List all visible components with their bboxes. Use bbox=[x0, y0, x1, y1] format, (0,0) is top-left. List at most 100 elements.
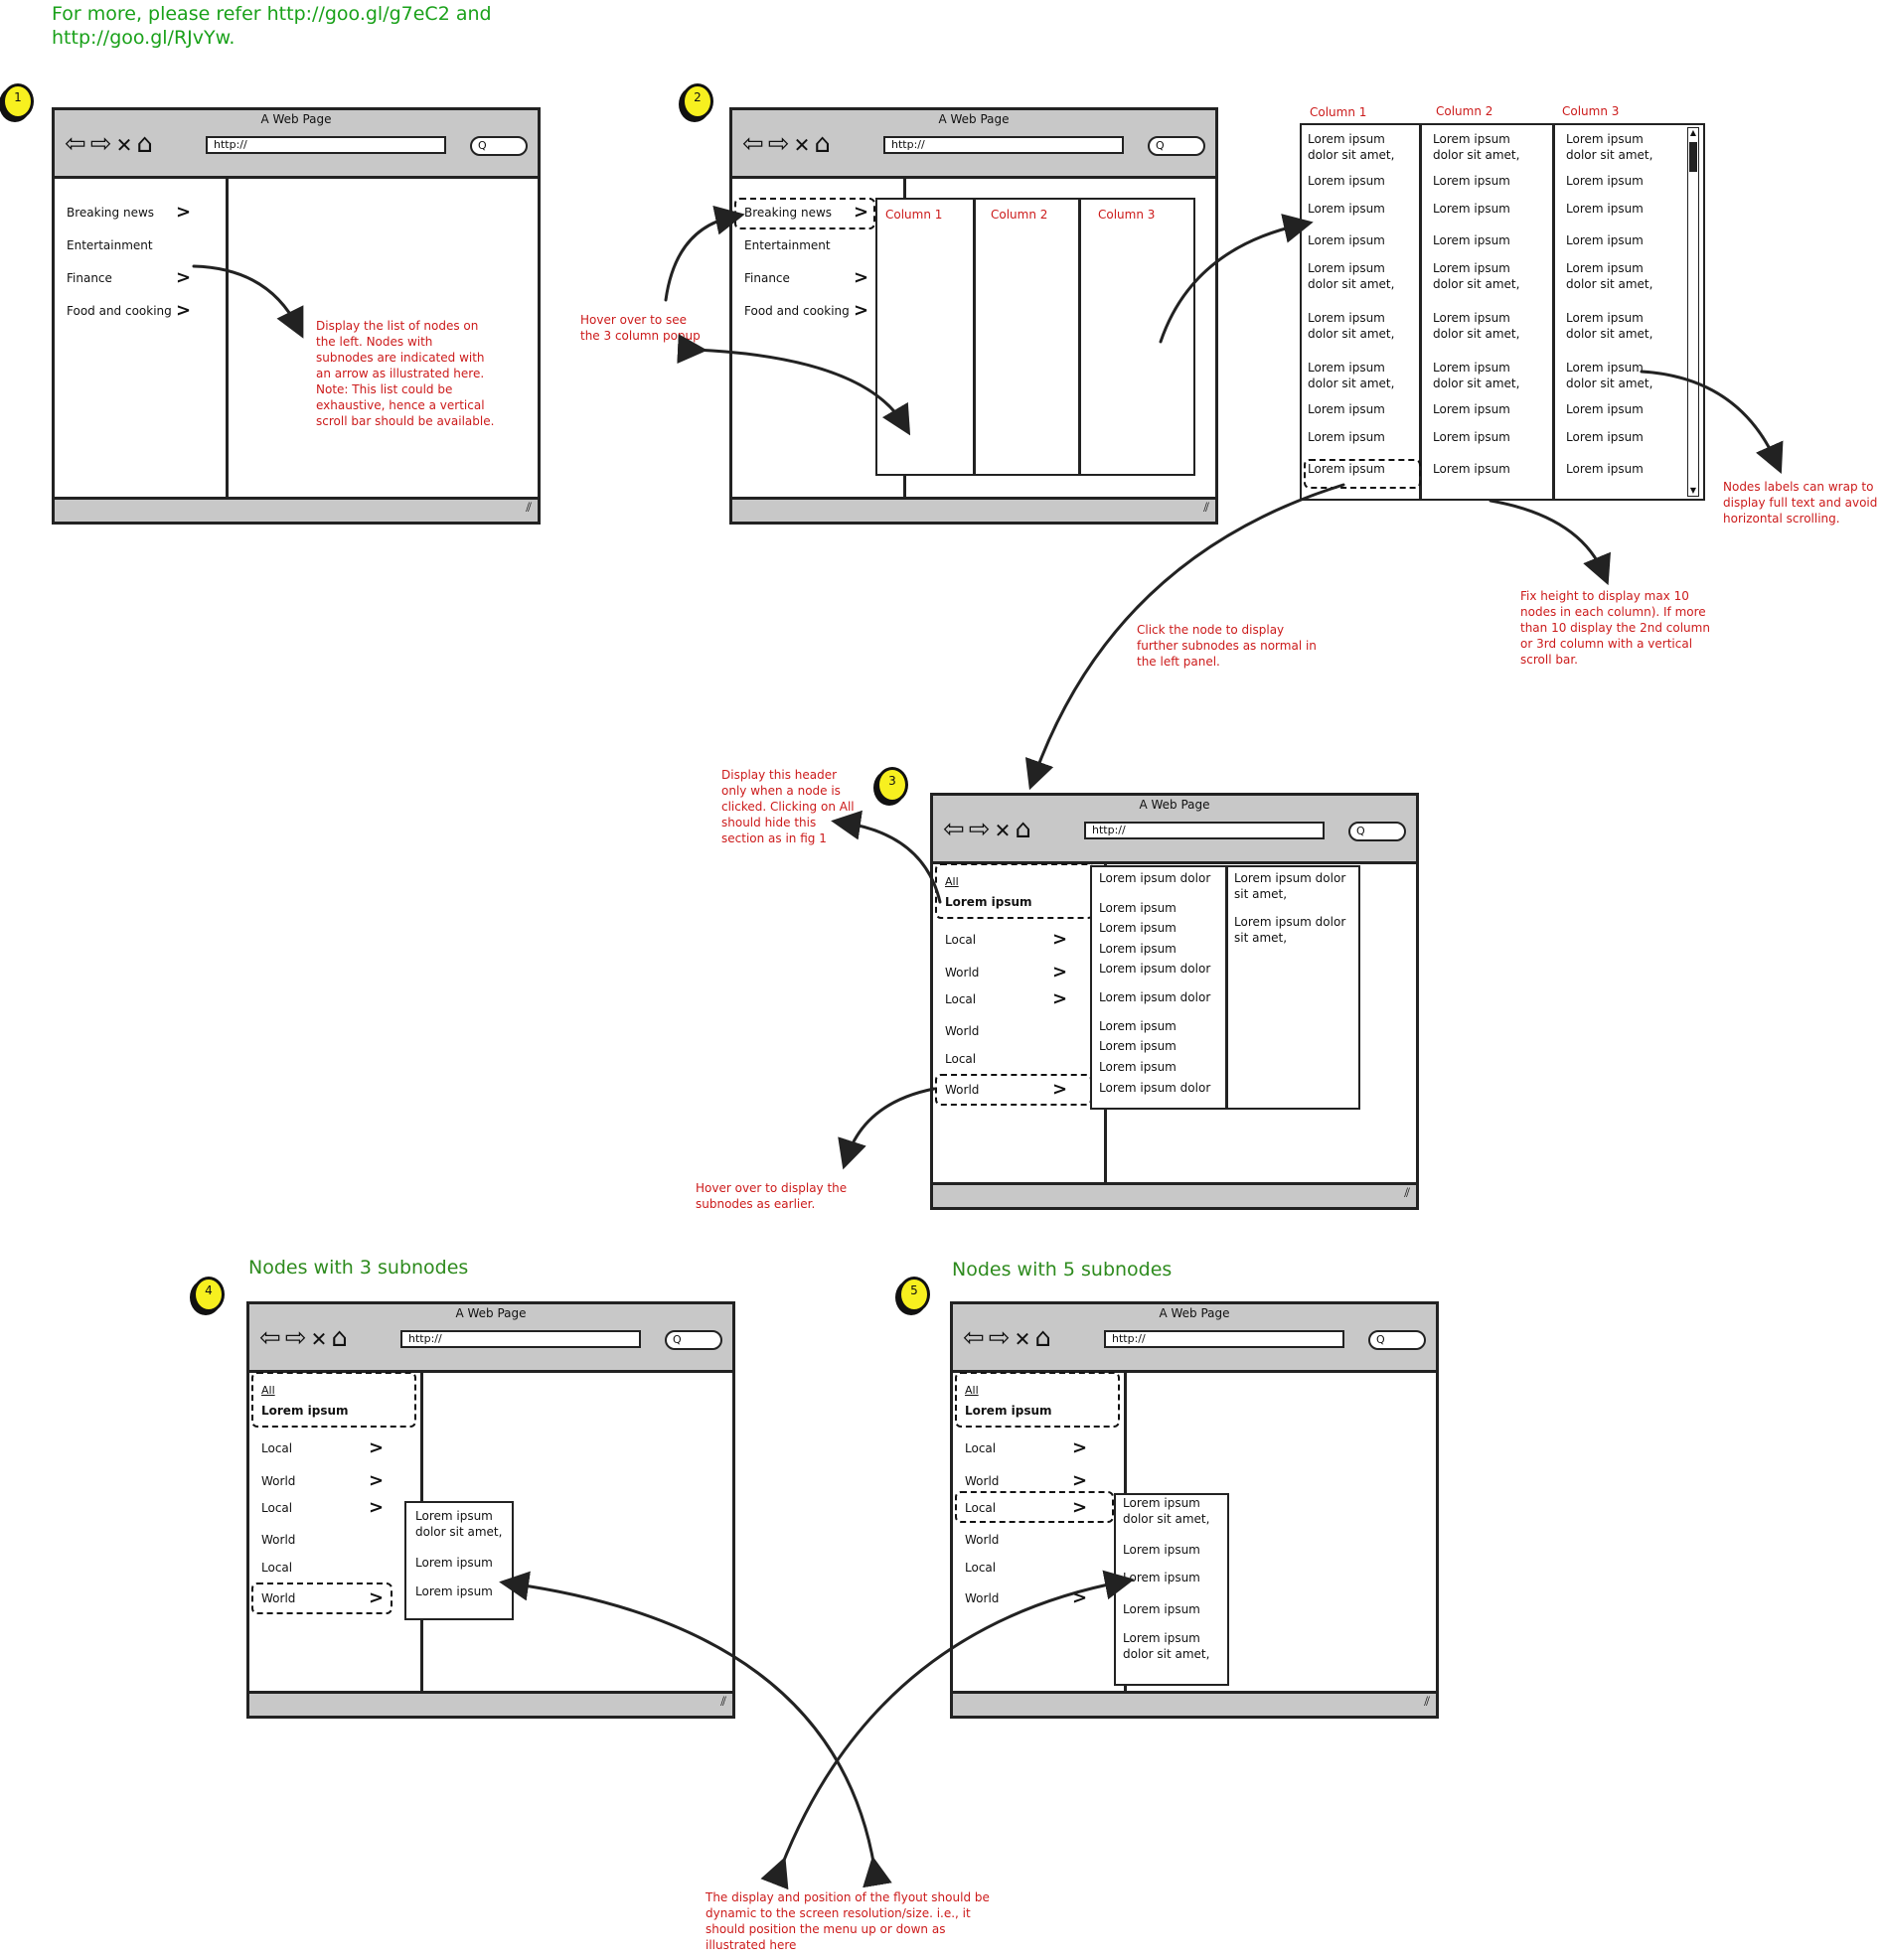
column-1-node[interactable]: Lorem ipsum bbox=[1308, 430, 1385, 444]
close-icon[interactable]: ✕ bbox=[115, 133, 137, 157]
flyout-item[interactable]: Lorem ipsum bbox=[1123, 1543, 1200, 1557]
nav-item-breaking-news[interactable]: Breaking news bbox=[744, 206, 833, 220]
nav-item-world[interactable]: World bbox=[945, 1083, 980, 1097]
column-1-node[interactable]: Lorem ipsum dolor sit amet, bbox=[1308, 361, 1395, 390]
search-field[interactable]: Q bbox=[1368, 1330, 1426, 1350]
nav-item-world[interactable]: World bbox=[261, 1591, 296, 1605]
back-arrow-icon[interactable]: ⇦ bbox=[742, 129, 768, 159]
close-icon[interactable]: ✕ bbox=[994, 819, 1016, 842]
column-1-node[interactable]: Lorem ipsum bbox=[1308, 174, 1385, 188]
column-2-node[interactable]: Lorem ipsum bbox=[1433, 174, 1510, 188]
nav-item-world[interactable]: World bbox=[261, 1474, 296, 1488]
nav-item-breaking-news[interactable]: Breaking news bbox=[67, 206, 155, 220]
flyout-item[interactable]: Lorem ipsum bbox=[415, 1584, 493, 1598]
resize-grip-icon[interactable]: ⫽ bbox=[1404, 1186, 1410, 1201]
nav-item-world[interactable]: World bbox=[261, 1533, 296, 1547]
forward-arrow-icon[interactable]: ⇨ bbox=[988, 1323, 1015, 1353]
search-field[interactable]: Q bbox=[665, 1330, 722, 1350]
url-field[interactable]: http:// bbox=[206, 136, 446, 154]
nav-item-entertainment[interactable]: Entertainment bbox=[744, 238, 831, 252]
nav-item-food-and-cooking[interactable]: Food and cooking bbox=[67, 304, 172, 318]
nav-item-local[interactable]: Local bbox=[945, 933, 977, 947]
column-1-node[interactable]: Lorem ipsum dolor sit amet, bbox=[1308, 311, 1395, 341]
column-1-node[interactable]: Lorem ipsum bbox=[1308, 462, 1385, 476]
flyout-item[interactable]: Lorem ipsum dolor sit amet, bbox=[1123, 1496, 1210, 1526]
close-icon[interactable]: ✕ bbox=[793, 133, 815, 157]
column-3-node[interactable]: Lorem ipsum dolor sit amet, bbox=[1566, 132, 1653, 162]
url-field[interactable]: http:// bbox=[1104, 1330, 1344, 1348]
column-2-node[interactable]: Lorem ipsum bbox=[1433, 430, 1510, 444]
column-3-node[interactable]: Lorem ipsum dolor sit amet, bbox=[1566, 361, 1653, 390]
resize-grip-icon[interactable]: ⫽ bbox=[1424, 1695, 1430, 1710]
nav-item-world[interactable]: World bbox=[945, 1024, 980, 1038]
nav-item-local[interactable]: Local bbox=[261, 1501, 293, 1515]
search-field[interactable]: Q bbox=[470, 136, 528, 156]
scroll-down-icon[interactable]: ▼ bbox=[1689, 486, 1697, 495]
home-icon[interactable]: ⌂ bbox=[1015, 815, 1035, 844]
subnode-item[interactable]: Lorem ipsum dolor bbox=[1099, 1081, 1211, 1095]
column-2-node[interactable]: Lorem ipsum bbox=[1433, 202, 1510, 216]
subnode-item[interactable]: Lorem ipsum bbox=[1099, 1060, 1177, 1074]
nav-item-local[interactable]: Local bbox=[965, 1441, 997, 1455]
subnode-item[interactable]: Lorem ipsum dolor bbox=[1099, 871, 1211, 885]
close-icon[interactable]: ✕ bbox=[310, 1327, 332, 1351]
column-3-node[interactable]: Lorem ipsum bbox=[1566, 402, 1644, 416]
nav-item-world[interactable]: World bbox=[965, 1533, 1000, 1547]
subnode-item[interactable]: Lorem ipsum dolor bbox=[1099, 990, 1211, 1004]
forward-arrow-icon[interactable]: ⇨ bbox=[284, 1323, 311, 1353]
subnode-item[interactable]: Lorem ipsum bbox=[1099, 921, 1177, 935]
nav-item-local[interactable]: Local bbox=[261, 1561, 293, 1575]
back-arrow-icon[interactable]: ⇦ bbox=[65, 129, 90, 159]
column-1-node[interactable]: Lorem ipsum bbox=[1308, 233, 1385, 247]
column-2-node[interactable]: Lorem ipsum bbox=[1433, 233, 1510, 247]
column-3-node[interactable]: Lorem ipsum bbox=[1566, 233, 1644, 247]
column-3-node[interactable]: Lorem ipsum dolor sit amet, bbox=[1566, 311, 1653, 341]
home-icon[interactable]: ⌂ bbox=[814, 129, 835, 159]
column-3-node[interactable]: Lorem ipsum bbox=[1566, 202, 1644, 216]
forward-arrow-icon[interactable]: ⇨ bbox=[89, 129, 116, 159]
column-1-node[interactable]: Lorem ipsum bbox=[1308, 202, 1385, 216]
column-3-node[interactable]: Lorem ipsum bbox=[1566, 430, 1644, 444]
subnode-item[interactable]: Lorem ipsum bbox=[1099, 1039, 1177, 1053]
subnode-item[interactable]: Lorem ipsum dolor sit amet, bbox=[1234, 915, 1346, 945]
home-icon[interactable]: ⌂ bbox=[331, 1323, 352, 1353]
subnode-item[interactable]: Lorem ipsum bbox=[1099, 901, 1177, 915]
subnode-item[interactable]: Lorem ipsum bbox=[1099, 1019, 1177, 1033]
breadcrumb-all-link[interactable]: All bbox=[965, 1384, 979, 1397]
home-icon[interactable]: ⌂ bbox=[1034, 1323, 1055, 1353]
flyout-item[interactable]: Lorem ipsum bbox=[415, 1556, 493, 1570]
flyout-item[interactable]: Lorem ipsum dolor sit amet, bbox=[415, 1509, 503, 1539]
nav-item-world[interactable]: World bbox=[945, 966, 980, 980]
resize-grip-icon[interactable]: ⫽ bbox=[1203, 501, 1209, 516]
nav-item-finance[interactable]: Finance bbox=[67, 271, 112, 285]
nav-item-local[interactable]: Local bbox=[261, 1441, 293, 1455]
column-2-node[interactable]: Lorem ipsum bbox=[1433, 402, 1510, 416]
column-1-node[interactable]: Lorem ipsum bbox=[1308, 402, 1385, 416]
column-2-node[interactable]: Lorem ipsum dolor sit amet, bbox=[1433, 132, 1520, 162]
subnode-item[interactable]: Lorem ipsum bbox=[1099, 942, 1177, 956]
search-field[interactable]: Q bbox=[1348, 822, 1406, 841]
column-2-node[interactable]: Lorem ipsum dolor sit amet, bbox=[1433, 261, 1520, 291]
nav-item-entertainment[interactable]: Entertainment bbox=[67, 238, 153, 252]
forward-arrow-icon[interactable]: ⇨ bbox=[767, 129, 794, 159]
url-field[interactable]: http:// bbox=[883, 136, 1124, 154]
column-3-node[interactable]: Lorem ipsum bbox=[1566, 174, 1644, 188]
column-3-node[interactable]: Lorem ipsum bbox=[1566, 462, 1644, 476]
nav-item-local[interactable]: Local bbox=[945, 1052, 977, 1066]
subnode-item[interactable]: Lorem ipsum dolor sit amet, bbox=[1234, 871, 1346, 901]
column-3-node[interactable]: Lorem ipsum dolor sit amet, bbox=[1566, 261, 1653, 291]
back-arrow-icon[interactable]: ⇦ bbox=[259, 1323, 285, 1353]
nav-item-local[interactable]: Local bbox=[945, 992, 977, 1006]
scroll-thumb[interactable] bbox=[1689, 142, 1697, 172]
column-2-node[interactable]: Lorem ipsum bbox=[1433, 462, 1510, 476]
nav-item-food-and-cooking[interactable]: Food and cooking bbox=[744, 304, 850, 318]
breadcrumb-all-link[interactable]: All bbox=[945, 875, 959, 888]
url-field[interactable]: http:// bbox=[400, 1330, 641, 1348]
resize-grip-icon[interactable]: ⫽ bbox=[526, 501, 532, 516]
breadcrumb-all-link[interactable]: All bbox=[261, 1384, 275, 1397]
home-icon[interactable]: ⌂ bbox=[136, 129, 157, 159]
nav-item-finance[interactable]: Finance bbox=[744, 271, 790, 285]
forward-arrow-icon[interactable]: ⇨ bbox=[968, 815, 995, 844]
subnode-item[interactable]: Lorem ipsum dolor bbox=[1099, 962, 1211, 976]
column-1-node[interactable]: Lorem ipsum dolor sit amet, bbox=[1308, 132, 1395, 162]
